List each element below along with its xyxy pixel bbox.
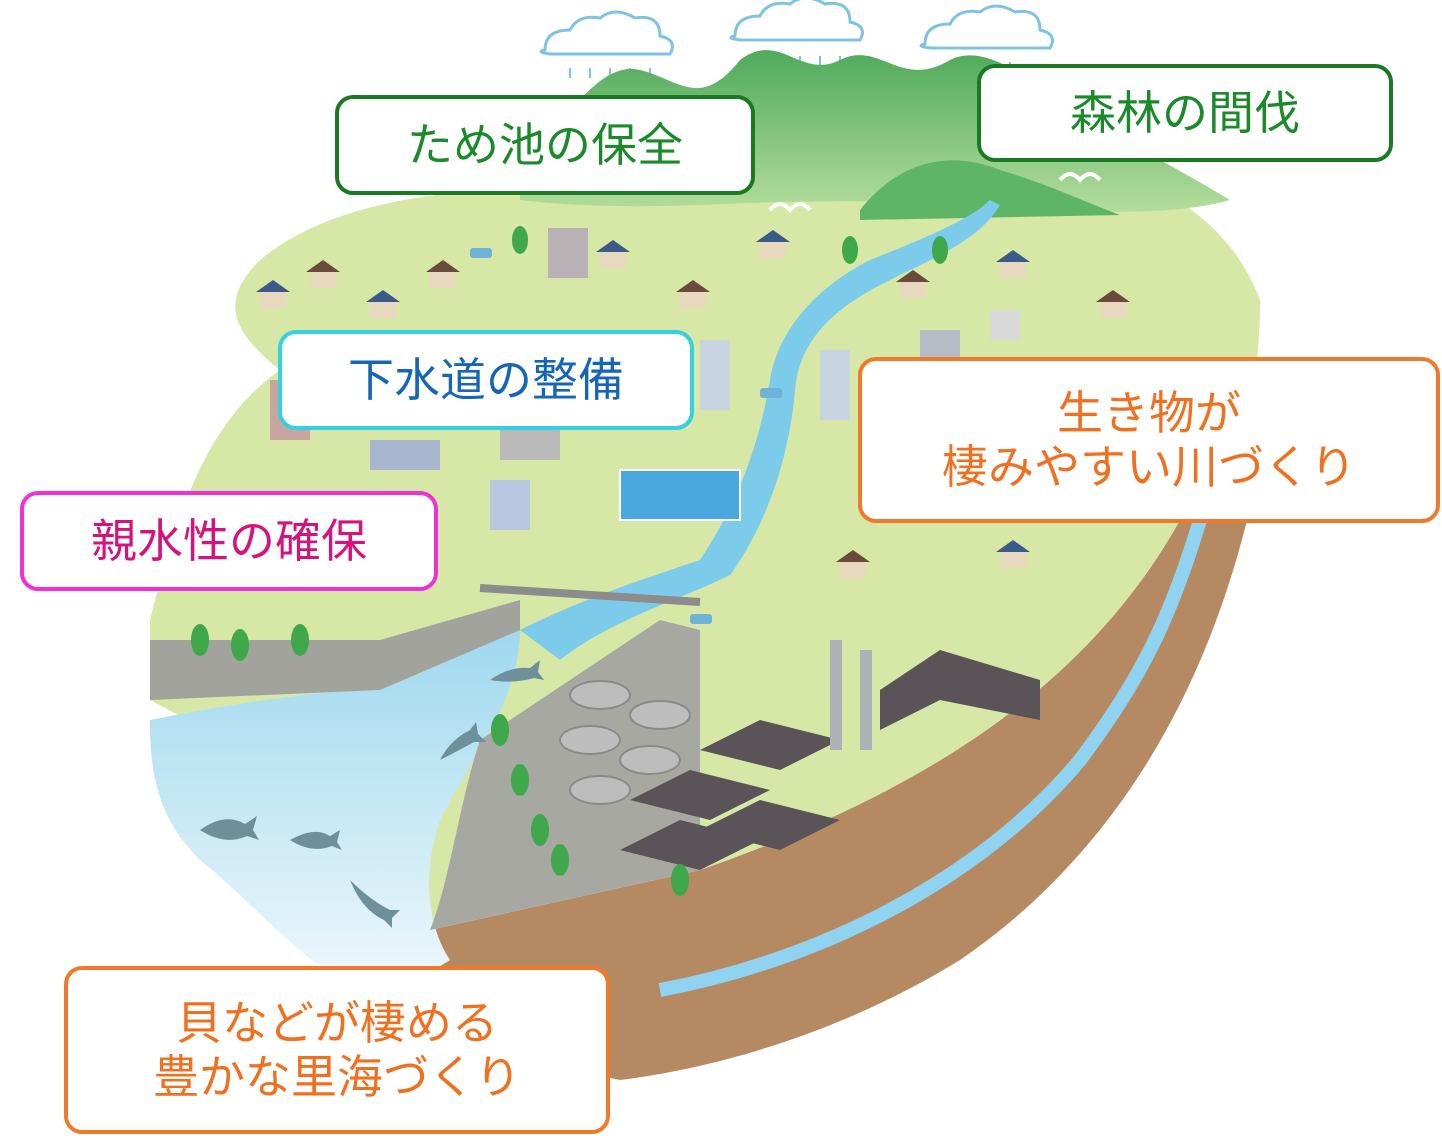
hill xyxy=(860,160,1120,220)
label-water-access: 親水性の確保 xyxy=(20,491,438,591)
label-forest-thinning: 森林の間伐 xyxy=(977,64,1393,162)
label-rich-satoumi-line1: 貝などが棲める xyxy=(176,995,498,1050)
label-water-access-text: 親水性の確保 xyxy=(91,513,367,568)
label-river-for-life-line1: 生き物が xyxy=(1057,385,1241,440)
label-rich-satoumi: 貝などが棲める 豊かな里海づくり xyxy=(64,966,610,1134)
factory-icon xyxy=(620,640,1040,870)
treatment-tank-icon xyxy=(559,469,741,805)
label-river-for-life-line2: 棲みやすい川づくり xyxy=(942,440,1356,494)
label-pond-conservation-text: ため池の保全 xyxy=(407,117,683,172)
embankment-left xyxy=(150,600,520,700)
underground-water-channel xyxy=(658,517,1207,997)
label-pond-conservation: ため池の保全 xyxy=(335,95,755,195)
bridge-icon xyxy=(479,584,701,606)
soil-cross-section xyxy=(430,400,1270,1080)
tree-icon xyxy=(191,226,948,896)
label-river-for-life: 生き物が 棲みやすい川づくり xyxy=(858,357,1440,523)
label-sewer-maintenance: 下水道の整備 xyxy=(278,330,694,430)
river-icon xyxy=(520,200,1000,660)
fish-icon xyxy=(200,660,544,928)
label-forest-thinning-text: 森林の間伐 xyxy=(1070,85,1300,140)
label-rich-satoumi-line2: 豊かな里海づくり xyxy=(153,1050,521,1104)
car-icon xyxy=(470,248,782,624)
cloud-icon xyxy=(539,0,1054,56)
bird-icon xyxy=(768,172,1102,214)
sea xyxy=(150,630,520,987)
house-icon xyxy=(256,230,1130,578)
label-sewer-maintenance-text: 下水道の整備 xyxy=(348,352,624,407)
